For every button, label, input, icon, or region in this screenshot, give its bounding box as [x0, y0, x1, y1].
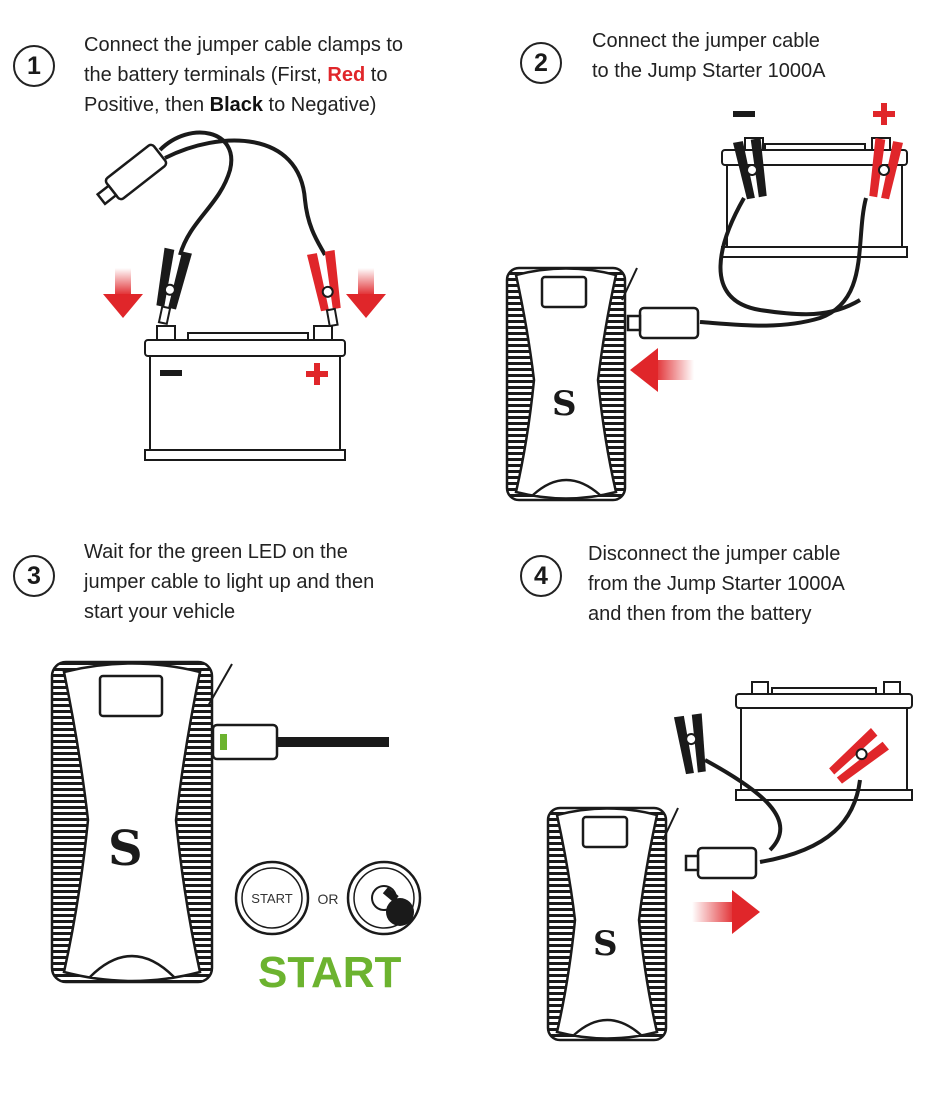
- minus-sign-icon-2: [733, 111, 755, 117]
- cable-plug-icon: [95, 143, 168, 206]
- jump-starter-icon-3: S: [50, 660, 233, 984]
- cable-plug-with-led-icon: [211, 723, 389, 761]
- step2-illustration: S: [505, 103, 908, 502]
- brand-logo-icon-3: S: [108, 821, 143, 877]
- right-arrow-icon: [692, 890, 760, 934]
- step-4-text: Disconnect the jumper cable from the Jum…: [588, 543, 845, 625]
- step-1-text: Connect the jumper cable clamps to the b…: [84, 34, 404, 116]
- jump-starter-icon-4: S: [546, 806, 679, 1042]
- down-arrow-right-icon: [346, 268, 386, 318]
- black-word: Black: [209, 94, 263, 116]
- step-2-text: Connect the jumper cable to the Jump Sta…: [592, 30, 826, 82]
- down-arrow-left-icon: [103, 268, 143, 318]
- big-start-label: START: [258, 948, 402, 997]
- ignition-key-icon: [346, 860, 422, 936]
- cable-plug-icon-2: [626, 306, 700, 340]
- brand-logo-icon-4: S: [593, 924, 618, 964]
- step-2-badge: 2: [520, 42, 562, 84]
- black-clamp-icon: [156, 247, 192, 326]
- step4-illustration: S: [546, 681, 913, 1042]
- left-arrow-icon: [630, 348, 694, 392]
- step1-illustration: [95, 130, 386, 461]
- battery-icon-2: [721, 103, 908, 258]
- start-button-label: START: [251, 891, 292, 906]
- or-label: OR: [318, 891, 339, 907]
- green-led-icon: [220, 734, 227, 750]
- battery-icon-4: [735, 681, 913, 801]
- step-3-text: Wait for the green LED on the jumper cab…: [84, 541, 375, 623]
- start-button-icon: START: [234, 860, 310, 936]
- brand-logo-icon: S: [552, 384, 577, 424]
- red-clamp-icon-4: [829, 727, 889, 784]
- plus-sign-icon: [306, 363, 328, 385]
- cable-plug-icon-4: [684, 846, 758, 880]
- step-1-badge: 1: [13, 45, 55, 87]
- step3-illustration: S START OR: [50, 660, 422, 984]
- plus-sign-icon-2: [873, 103, 895, 125]
- black-clamp-icon-4: [673, 713, 706, 775]
- step-3-badge: 3: [13, 555, 55, 597]
- step-4-badge: 4: [520, 555, 562, 597]
- battery-icon: [144, 325, 346, 461]
- red-word: Red: [327, 64, 366, 86]
- black-clamp-icon-2: [733, 138, 767, 200]
- red-clamp-icon: [307, 250, 341, 328]
- red-clamp-icon-2: [869, 138, 903, 200]
- minus-sign-icon: [160, 370, 182, 376]
- jump-starter-icon-2: S: [505, 266, 638, 502]
